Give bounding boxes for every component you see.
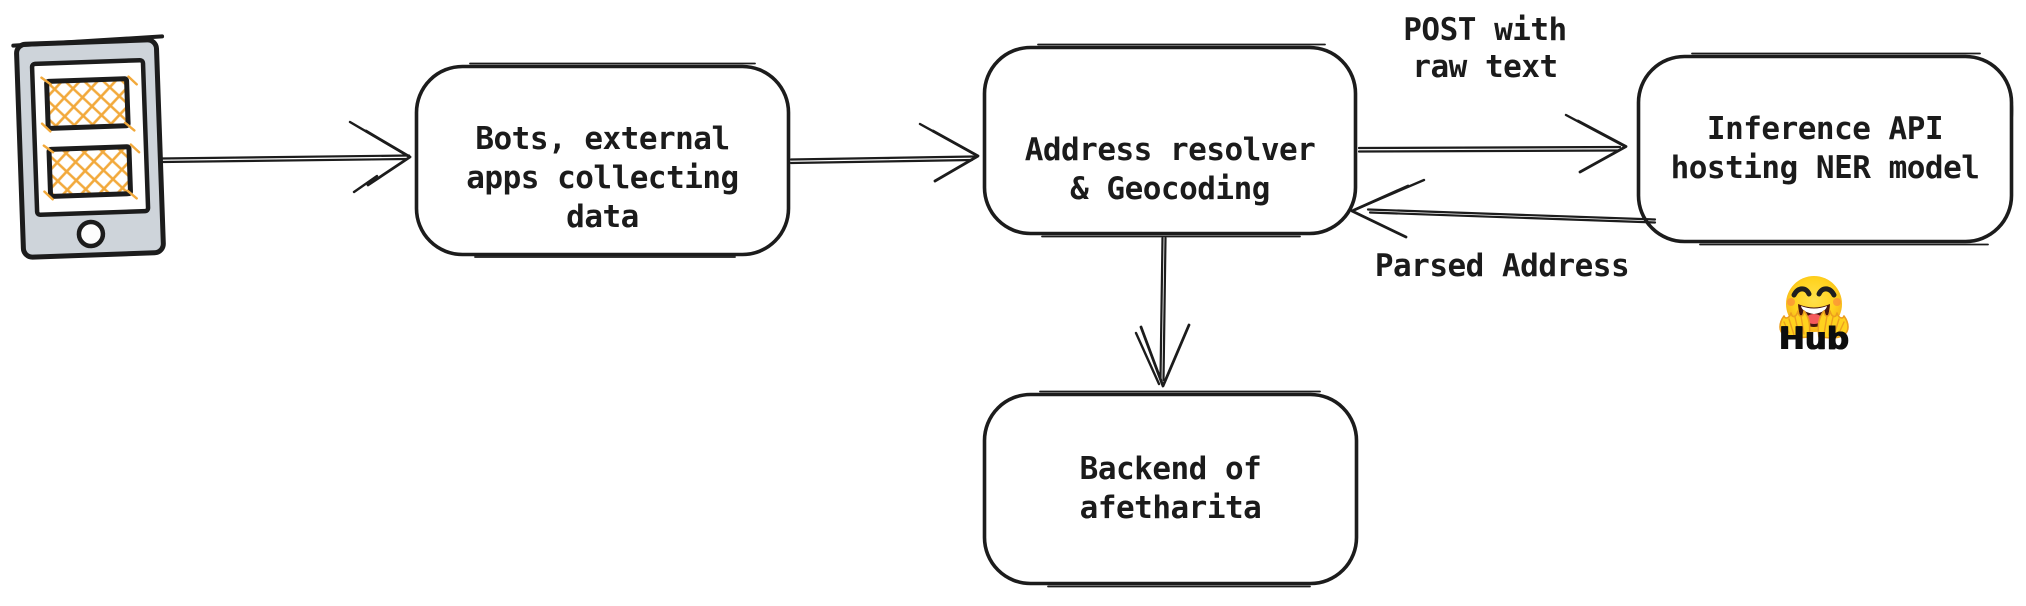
edge-device-to-bots-arrow	[160, 120, 412, 194]
node-resolver-label: Address resolver & Geocoding	[1024, 132, 1316, 207]
node-resolver-box	[982, 43, 1358, 238]
node-bots-label: Bots, external apps collecting data	[466, 121, 739, 235]
phone-icon	[11, 34, 166, 260]
node-inference-box	[1636, 52, 2014, 246]
edge-inference-to-resolver-arrow	[1350, 178, 1657, 239]
edge-resolver-to-backend-arrow	[1134, 236, 1191, 388]
node-bots-box	[414, 62, 791, 258]
node-backend-label: Backend of afetharita	[1079, 451, 1262, 526]
huggingface-hub-badge: Hub	[1770, 272, 1858, 357]
edge-resolver-to-inference-arrow	[1357, 113, 1628, 174]
edge-parsed-address-label: Parsed Address	[1374, 248, 1630, 284]
phone-home-button-icon	[76, 219, 106, 249]
edge-bots-to-resolver-arrow	[789, 122, 980, 183]
edge-post-raw-text-label: POST with raw text	[1403, 12, 1567, 85]
node-backend-box	[982, 85, 2014, 588]
phone-screen-block-icon	[40, 75, 141, 201]
node-inference-label: Inference API hosting NER model	[1670, 111, 1980, 186]
hugging-face-icon	[1779, 276, 1849, 339]
hub-label: Hub	[1778, 321, 1850, 357]
